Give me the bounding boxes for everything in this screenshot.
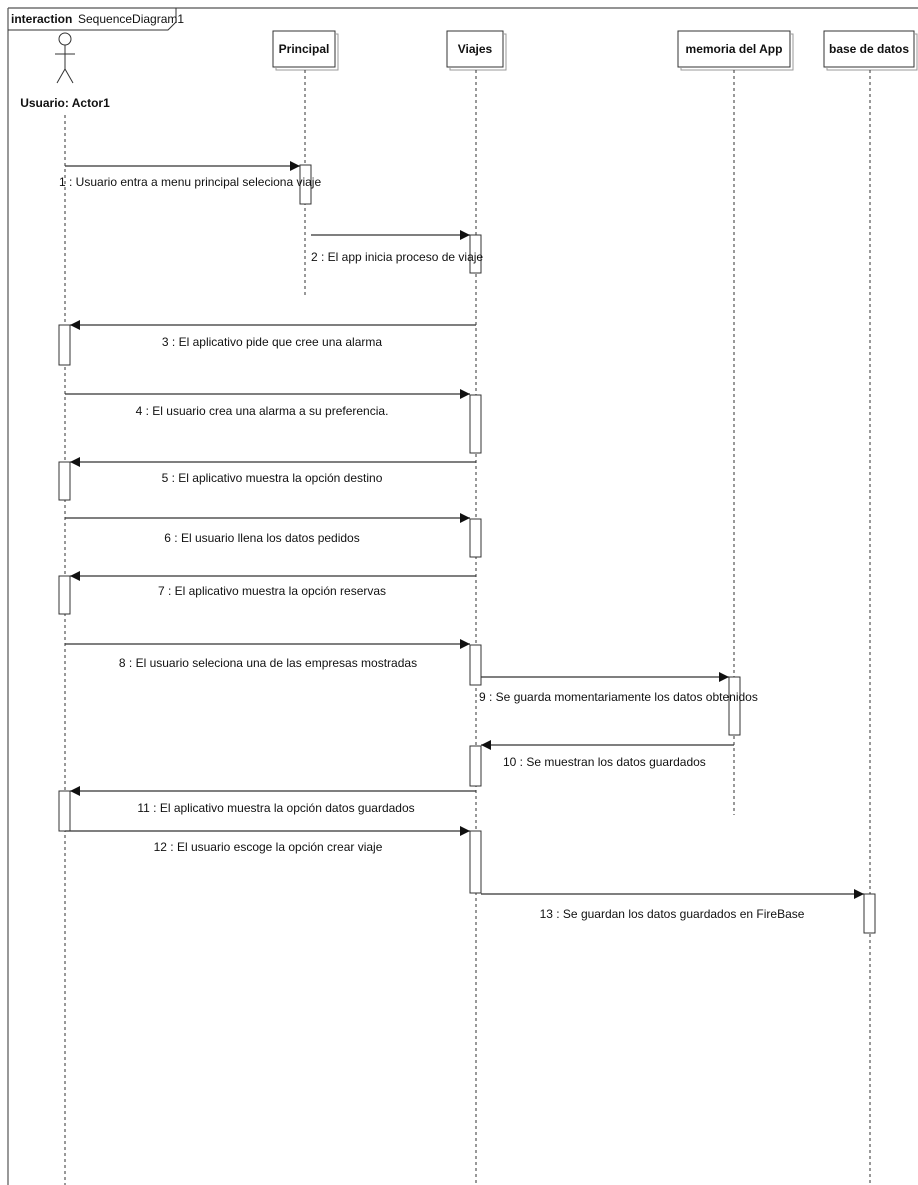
message-9-label: 9 : Se guarda momentariamente los datos … [479, 690, 758, 704]
activation-memoria-9 [728, 676, 741, 736]
message-6-label: 6 : El usuario llena los datos pedidos [164, 531, 359, 545]
activation-viajes-10 [469, 745, 482, 787]
message-8[interactable]: 8 : El usuario seleciona una de las empr… [65, 639, 470, 670]
lifeline-principal[interactable]: Principal [272, 30, 339, 296]
frame-name: SequenceDiagram1 [78, 12, 184, 26]
message-11-label: 11 : El aplicativo muestra la opción dat… [137, 801, 414, 815]
lifeline-viajes[interactable]: Viajes [446, 30, 507, 1185]
message-4[interactable]: 4 : El usuario crea una alarma a su pref… [65, 389, 470, 418]
activation-actor-5 [58, 461, 71, 501]
lifeline-principal-label: Principal [279, 42, 330, 56]
message-8-label: 8 : El usuario seleciona una de las empr… [119, 656, 417, 670]
message-11[interactable]: 11 : El aplicativo muestra la opción dat… [70, 786, 476, 815]
frame-keyword: interaction [11, 12, 72, 26]
activation-viajes-4 [469, 394, 482, 454]
activation-actor-11 [58, 790, 71, 832]
message-13[interactable]: 13 : Se guardan los datos guardados en F… [481, 889, 864, 921]
activation-viajes-8 [469, 644, 482, 686]
activation-viajes-6 [469, 518, 482, 558]
message-3-label: 3 : El aplicativo pide que cree una alar… [162, 335, 382, 349]
message-1-label: 1 : Usuario entra a menu principal selec… [59, 175, 321, 189]
message-10[interactable]: 10 : Se muestran los datos guardados [481, 740, 734, 769]
activation-viajes-2 [469, 234, 482, 274]
message-12[interactable]: 12 : El usuario escoge la opción crear v… [65, 826, 470, 854]
message-5-label: 5 : El aplicativo muestra la opción dest… [162, 471, 383, 485]
message-1[interactable]: 1 : Usuario entra a menu principal selec… [59, 161, 321, 189]
message-2-label: 2 : El app inicia proceso de viaje [311, 250, 483, 264]
activation-bd-13 [863, 893, 876, 934]
stick-figure-icon [55, 32, 75, 84]
message-13-label: 13 : Se guardan los datos guardados en F… [540, 907, 805, 921]
interaction-frame: interaction SequenceDiagram1 [7, 7, 918, 1185]
message-6[interactable]: 6 : El usuario llena los datos pedidos [65, 513, 470, 545]
activation-bars [58, 164, 876, 934]
actor-label: Usuario: Actor1 [20, 96, 110, 110]
lifeline-bd-label: base de datos [829, 42, 909, 56]
message-9[interactable]: 9 : Se guarda momentariamente los datos … [479, 672, 758, 704]
message-7-label: 7 : El aplicativo muestra la opción rese… [158, 584, 386, 598]
lifeline-viajes-label: Viajes [458, 42, 493, 56]
activation-viajes-12 [469, 830, 482, 894]
message-2[interactable]: 2 : El app inicia proceso de viaje [311, 230, 483, 264]
lifeline-memoria-label: memoria del App [686, 42, 783, 56]
activation-actor-3 [58, 324, 71, 366]
message-12-label: 12 : El usuario escoge la opción crear v… [154, 840, 383, 854]
activation-actor-7 [58, 575, 71, 615]
activation-principal [299, 164, 312, 205]
lifeline-base-de-datos[interactable]: base de datos [823, 30, 918, 1185]
message-3[interactable]: 3 : El aplicativo pide que cree una alar… [70, 320, 476, 349]
message-7[interactable]: 7 : El aplicativo muestra la opción rese… [70, 571, 476, 598]
message-4-label: 4 : El usuario crea una alarma a su pref… [136, 404, 389, 418]
actor-usuario[interactable]: Usuario: Actor1 [20, 32, 110, 1185]
message-5[interactable]: 5 : El aplicativo muestra la opción dest… [70, 457, 476, 485]
message-10-label: 10 : Se muestran los datos guardados [503, 755, 706, 769]
